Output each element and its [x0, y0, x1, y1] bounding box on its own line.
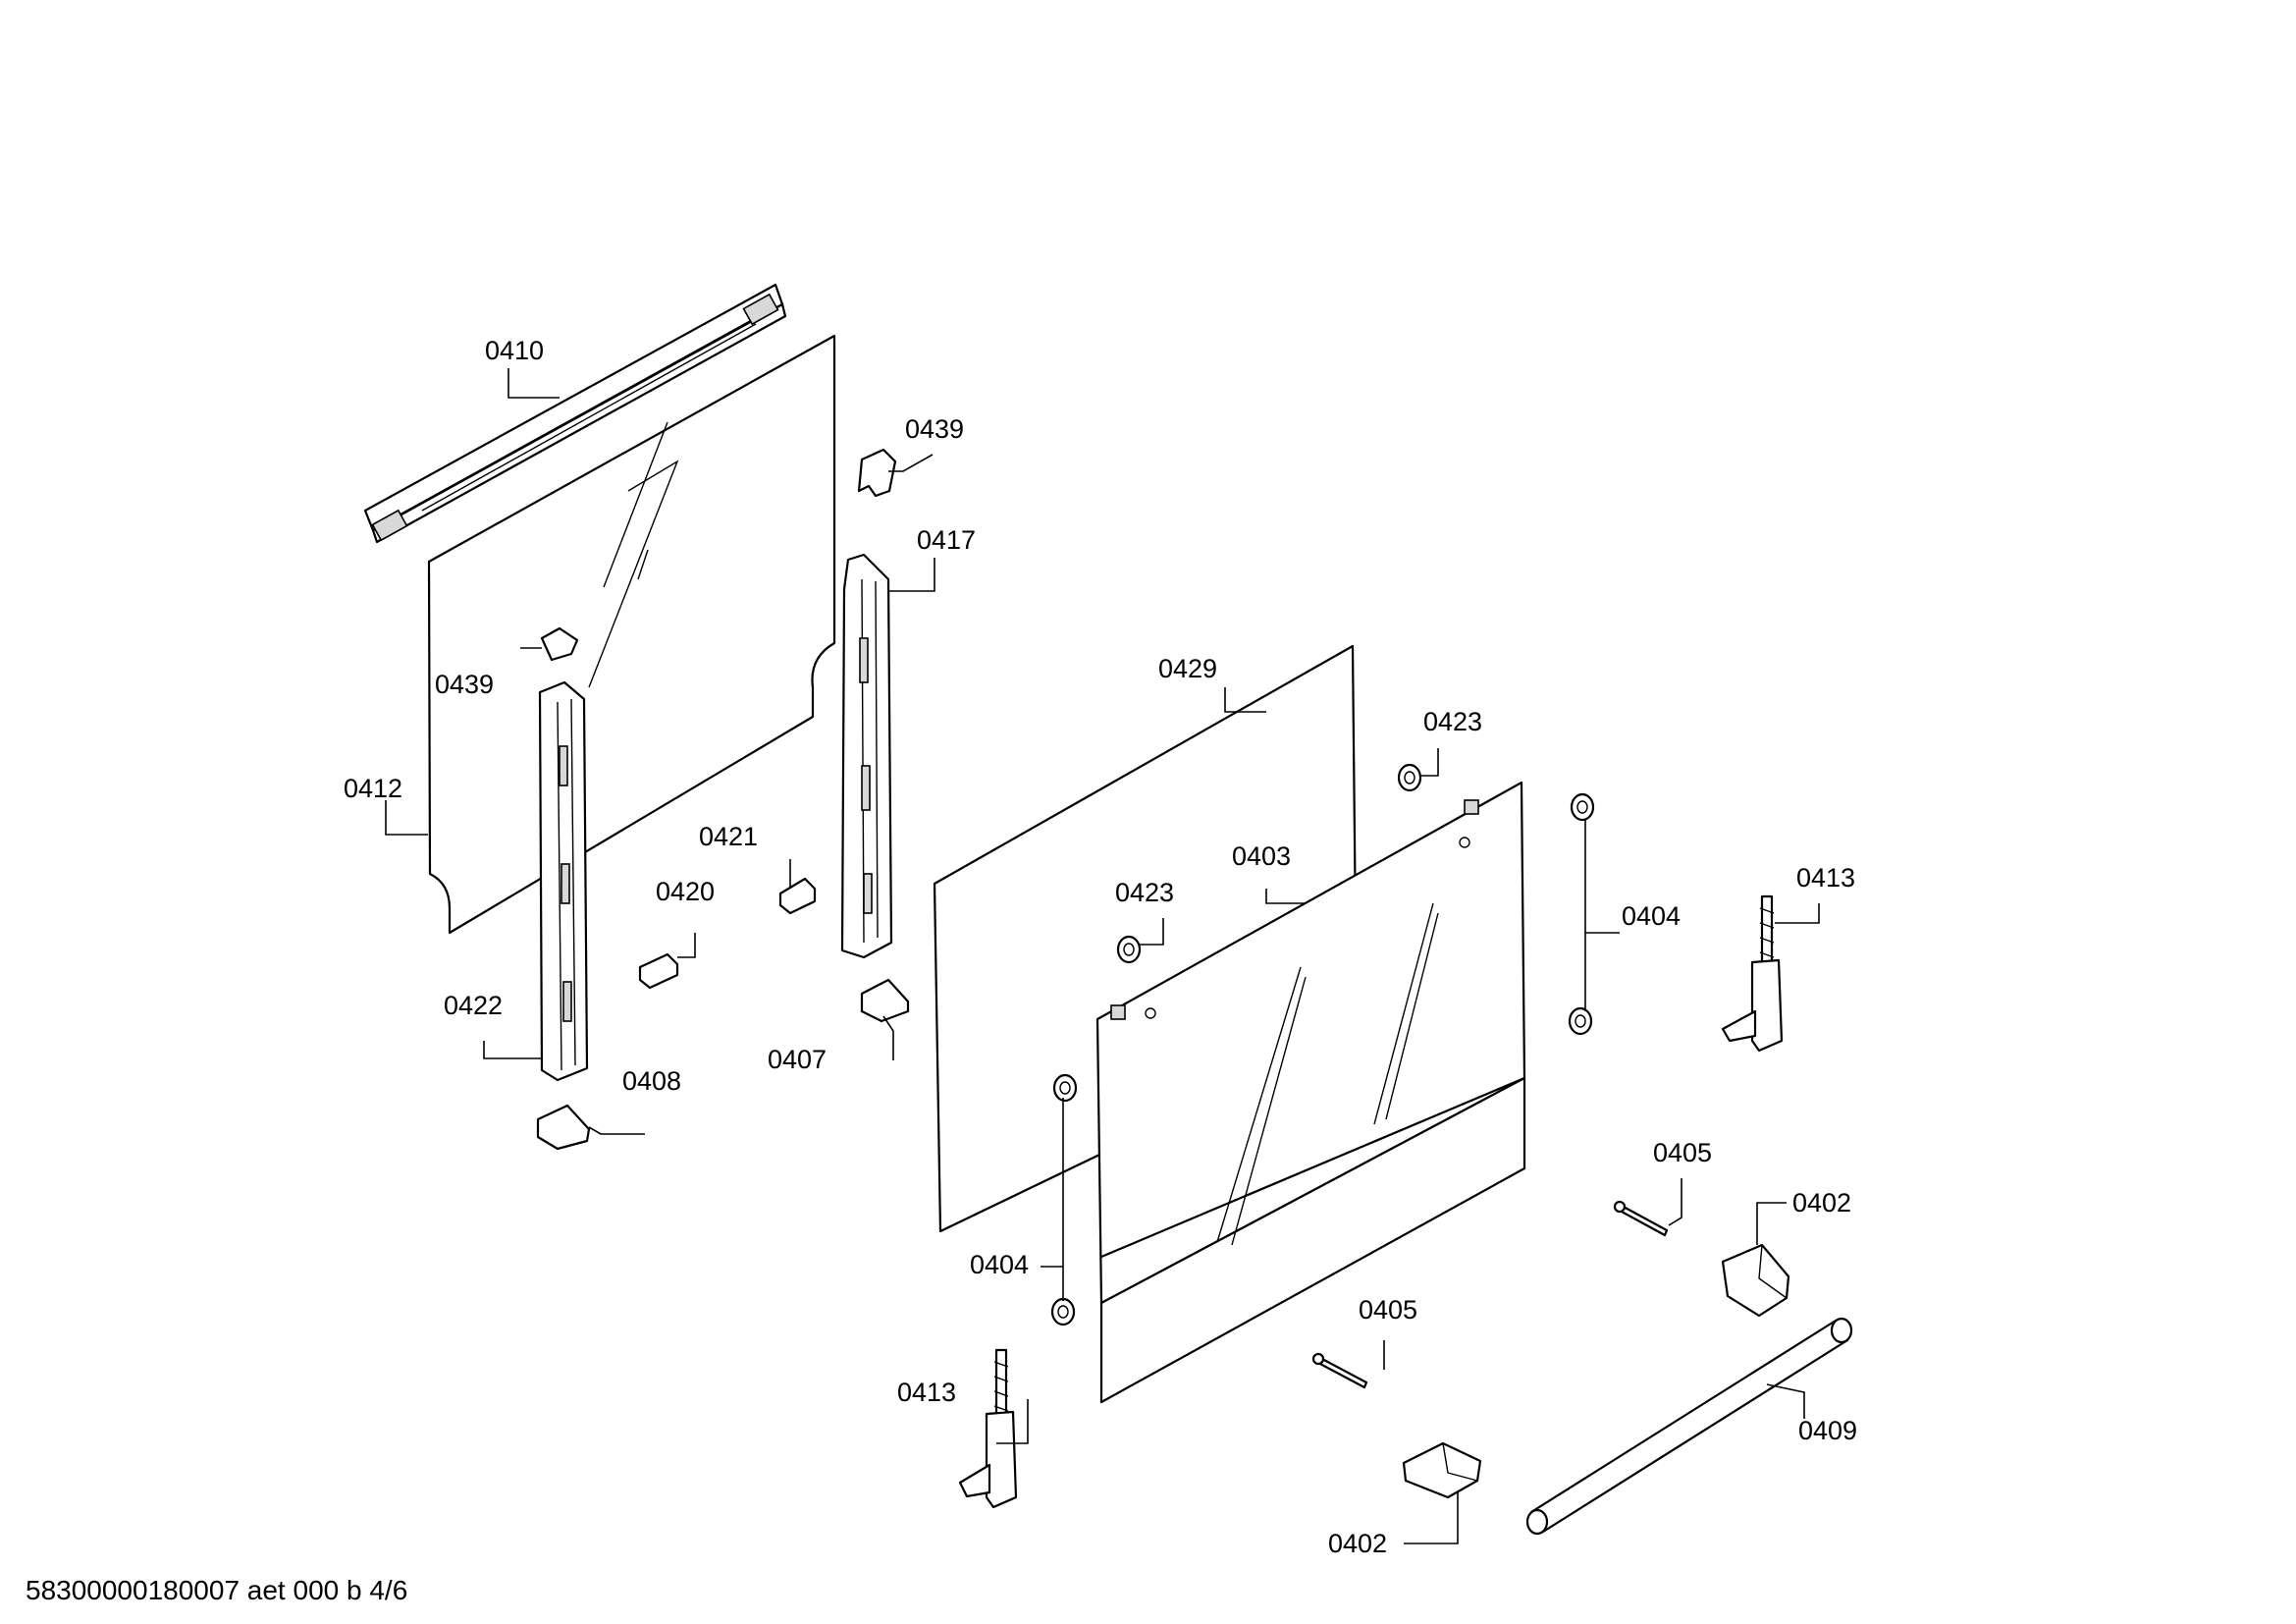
part-0413-hinge-left [958, 1348, 1018, 1509]
part-0423-bushing-lower [1116, 935, 1142, 964]
label-0439-lower: 0439 [435, 670, 494, 699]
label-0410: 0410 [485, 336, 544, 365]
label-0417: 0417 [917, 525, 976, 555]
part-labels: 0410 0439 0417 0439 0429 0423 0412 0421 … [344, 336, 1857, 1558]
part-0410-top-trim [363, 283, 787, 544]
label-0423-lower: 0423 [1115, 878, 1174, 907]
part-0413-hinge-right [1721, 894, 1784, 1053]
label-0420: 0420 [656, 877, 715, 906]
part-0405-pin-left [1311, 1352, 1368, 1389]
label-0402-right: 0402 [1792, 1188, 1851, 1218]
part-0404-bushing-top-right [1570, 792, 1595, 822]
leader-lines [385, 368, 1820, 1544]
label-0413-right: 0413 [1796, 863, 1855, 893]
label-0409: 0409 [1798, 1416, 1857, 1445]
part-0405-pin-right [1613, 1200, 1669, 1237]
label-0403: 0403 [1232, 841, 1291, 871]
part-0422-left-profile [538, 680, 589, 1082]
part-0409-handle-tube [1525, 1317, 1853, 1536]
part-0402-end-cap-left [1402, 1441, 1482, 1499]
label-0423-upper: 0423 [1423, 707, 1482, 736]
label-0413-left: 0413 [897, 1378, 956, 1407]
part-0439-clip-upper [857, 448, 897, 498]
label-0405-right: 0405 [1653, 1138, 1712, 1167]
part-0412-inner-glass [427, 334, 836, 935]
part-0402-end-cap-right [1721, 1243, 1790, 1318]
document-code: 58300000180007 aet 000 b 4/6 [26, 1575, 408, 1605]
part-0407-hinge-block [860, 978, 910, 1023]
label-0408: 0408 [622, 1066, 681, 1096]
label-0412: 0412 [344, 774, 402, 803]
part-0403-outer-door-glass [1095, 781, 1526, 1404]
label-0404-right: 0404 [1622, 901, 1681, 931]
label-0407: 0407 [768, 1045, 827, 1074]
label-0439-upper: 0439 [905, 414, 964, 444]
label-0421: 0421 [699, 822, 758, 851]
label-0422: 0422 [444, 991, 503, 1020]
label-0402-left: 0402 [1328, 1529, 1387, 1558]
label-0405-left: 0405 [1359, 1295, 1417, 1325]
part-0417-right-profile [840, 553, 893, 959]
part-0439-clip-lower [540, 626, 579, 662]
part-0404-bushing-mid-right [1568, 1006, 1593, 1036]
part-0423-bushing-upper [1397, 763, 1422, 792]
part-0404-bushing-left-upper [1052, 1073, 1078, 1103]
part-0404-bushing-left-lower [1050, 1297, 1076, 1326]
part-0420-hinge-piece [638, 952, 679, 990]
label-0429: 0429 [1158, 654, 1217, 683]
part-0408-hinge-block [536, 1104, 591, 1151]
part-0421-hinge-piece [778, 877, 817, 915]
label-0404-left: 0404 [970, 1250, 1029, 1279]
